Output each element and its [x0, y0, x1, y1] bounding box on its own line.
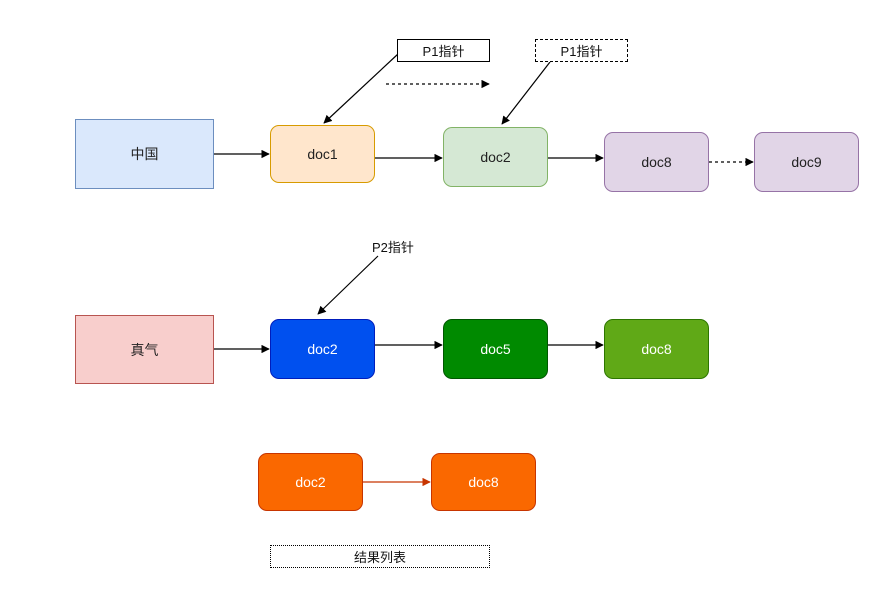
- doc-node-doc5[interactable]: doc5: [443, 319, 548, 379]
- pointer-p1-next-label: P1指针: [535, 39, 628, 62]
- pointer-p1-label: P1指针: [397, 39, 490, 62]
- term-node-zhongguo[interactable]: 中国: [75, 119, 214, 189]
- pointer-p2-label: P2指针: [372, 240, 414, 255]
- doc-node-doc2[interactable]: doc2: [443, 127, 548, 187]
- doc-node-doc9[interactable]: doc9: [754, 132, 859, 192]
- term-node-zhenqi[interactable]: 真气: [75, 315, 214, 384]
- pointer-p1-arrow: [323, 53, 399, 124]
- doc-node-doc8[interactable]: doc8: [604, 132, 709, 192]
- result-doc8[interactable]: doc8: [431, 453, 536, 511]
- result-list-label: 结果列表: [270, 545, 490, 568]
- doc-node-doc8-row2[interactable]: doc8: [604, 319, 709, 379]
- pointer-p2-arrow: [317, 255, 379, 315]
- pointer-p1-next-arrow: [501, 61, 551, 125]
- result-doc2[interactable]: doc2: [258, 453, 363, 511]
- doc-node-doc2-row2[interactable]: doc2: [270, 319, 375, 379]
- doc-node-doc1[interactable]: doc1: [270, 125, 375, 183]
